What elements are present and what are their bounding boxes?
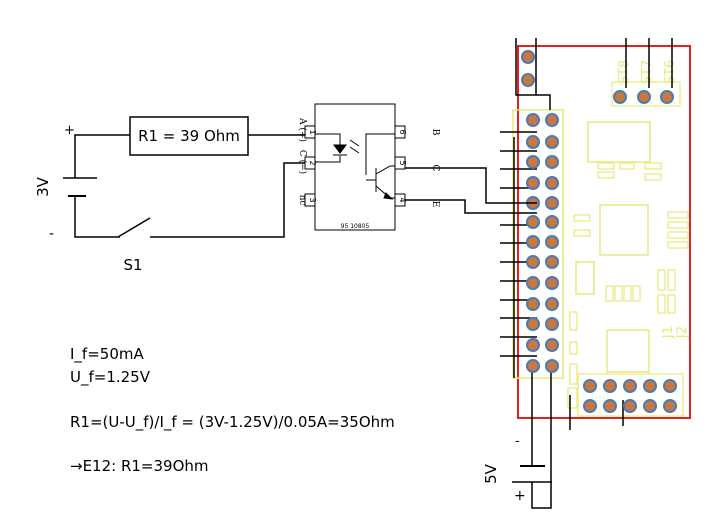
opto-pin-6: 6 [398, 129, 407, 134]
battery-label: 3V [34, 176, 52, 197]
opto-pin-1: 1 [308, 129, 317, 134]
opto-output-wires [405, 167, 537, 214]
opto-pin-2: 2 [308, 160, 317, 165]
calc-forward-voltage: U_f=1.25V [70, 368, 150, 386]
calc-e12-result: →E12: R1=39Ohm [70, 457, 209, 475]
header-wires [500, 38, 673, 430]
opto-pin-3-name: nc [297, 195, 307, 206]
label-j1: J1 [661, 326, 676, 339]
resistor-r1 [129, 116, 249, 156]
label-st6: ST6 [663, 60, 678, 84]
supply-5v [512, 430, 552, 509]
module-board: ST8 ST7 ST6 J1 J2 [512, 45, 691, 419]
battery-plus-sign: + [64, 123, 75, 138]
battery-3v [63, 177, 97, 197]
input-circuit-wires [74, 134, 305, 238]
optocoupler: 95 10805 1 2 3 6 5 4 A (+) C (−) nc B C … [297, 103, 440, 231]
resistor-label: R1 = 39 Ohm [138, 127, 240, 145]
opto-pin-5: 5 [398, 160, 407, 165]
supply-minus-sign: - [515, 434, 520, 449]
calc-resistor-formula: R1=(U-U_f)/I_f = (3V-1.25V)/0.05A=35Ohm [70, 413, 395, 431]
switch-label: S1 [123, 256, 142, 274]
calc-forward-current: I_f=50mA [70, 345, 144, 363]
supply-plus-sign: + [514, 488, 526, 504]
opto-pin-3: 3 [308, 197, 317, 202]
opto-pin-2-name: C (−) [297, 150, 308, 174]
opto-pin-1-name: A (+) [297, 117, 308, 142]
opto-part-number: 95 10805 [341, 223, 370, 230]
opto-pin-4: 4 [398, 197, 407, 202]
opto-pin-4-name: E [430, 201, 440, 208]
label-st8: ST8 [617, 60, 632, 84]
label-st7: ST7 [640, 60, 655, 84]
header-pads [521, 50, 677, 413]
label-j2: J2 [675, 326, 690, 339]
opto-pin-6-name: B [430, 129, 440, 136]
supply-label: 5V [482, 463, 500, 484]
battery-minus-sign: - [49, 226, 54, 242]
